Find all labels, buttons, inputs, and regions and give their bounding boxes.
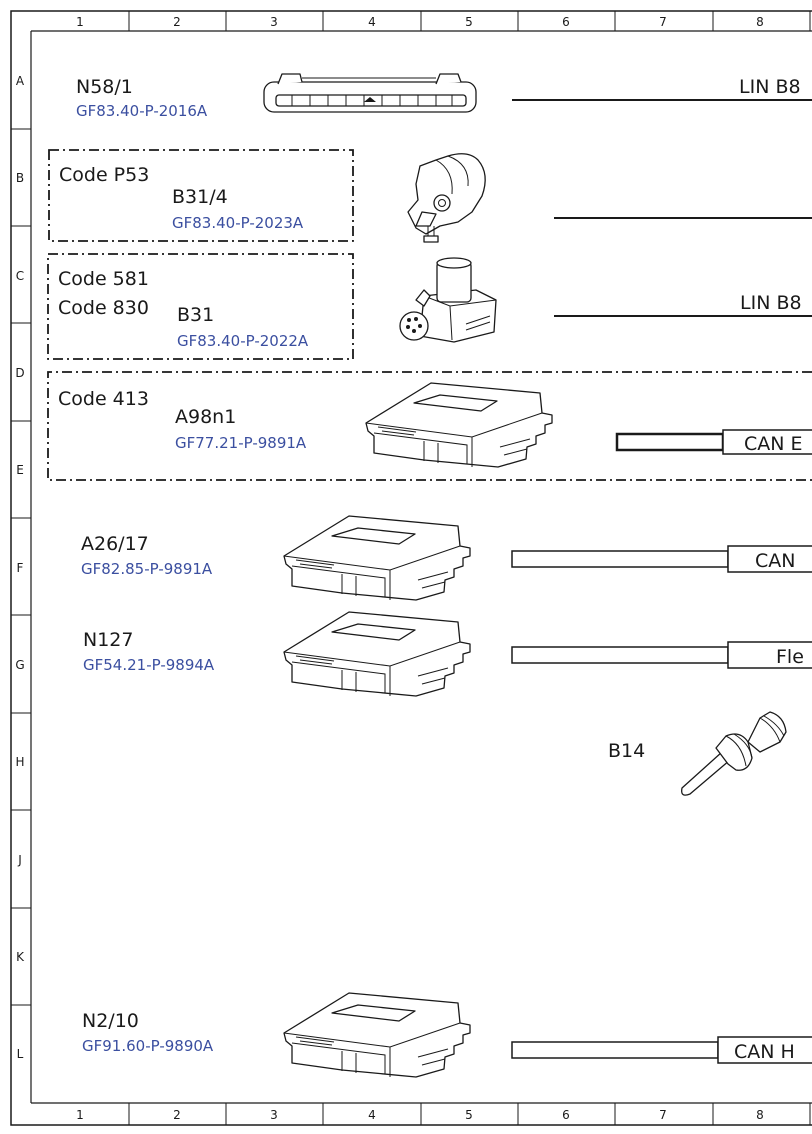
sensor-b31-4-drawing bbox=[407, 153, 486, 243]
code-frame-581-830 bbox=[47, 253, 354, 360]
row-label: G bbox=[15, 658, 24, 672]
column-label: 5 bbox=[465, 15, 473, 29]
column-label: 6 bbox=[562, 1108, 570, 1122]
column-label: 7 bbox=[659, 15, 667, 29]
component-ref-a26-17: GF82.85-P-9891A bbox=[81, 560, 213, 578]
column-label: 3 bbox=[270, 15, 278, 29]
bus-box-a26-17 bbox=[727, 545, 812, 573]
control-unit-a26-17-drawing bbox=[283, 515, 471, 601]
bus-label-a98n1: CAN E bbox=[744, 433, 803, 455]
column-label: 4 bbox=[368, 1108, 376, 1122]
column-ruler-bottom: 1 2 3 4 5 6 7 8 bbox=[76, 1103, 811, 1125]
row-label: D bbox=[15, 366, 24, 380]
column-label: 7 bbox=[659, 1108, 667, 1122]
column-label: 1 bbox=[76, 15, 84, 29]
row-label: E bbox=[16, 463, 24, 477]
component-id-b14: B14 bbox=[608, 740, 645, 762]
bus-label-b31: LIN B8 bbox=[740, 292, 802, 314]
control-unit-a98n1-drawing bbox=[365, 382, 553, 468]
bus-box-n127 bbox=[727, 641, 812, 669]
component-id-n2-10: N2/10 bbox=[82, 1010, 139, 1032]
component-id-b31-4: B31/4 bbox=[172, 186, 228, 208]
bus-label-n127: Fle bbox=[776, 646, 804, 668]
control-unit-n2-10-drawing bbox=[283, 992, 471, 1078]
control-unit-n127-drawing bbox=[283, 611, 471, 697]
bus-cable-n2-10 bbox=[511, 1041, 719, 1059]
control-panel-n58-1-drawing bbox=[263, 73, 477, 113]
component-id-a26-17: A26/17 bbox=[81, 533, 149, 555]
component-ref-n127: GF54.21-P-9894A bbox=[83, 656, 215, 674]
column-label: 6 bbox=[562, 15, 570, 29]
component-ref-b31-4: GF83.40-P-2023A bbox=[172, 214, 304, 232]
row-label: J bbox=[17, 853, 22, 867]
column-label: 5 bbox=[465, 1108, 473, 1122]
code-label-413: Code 413 bbox=[58, 388, 149, 410]
code-label-830: Code 830 bbox=[58, 297, 149, 319]
column-label: 1 bbox=[76, 1108, 84, 1122]
component-id-n58-1: N58/1 bbox=[76, 76, 133, 98]
row-label: A bbox=[16, 74, 25, 88]
bus-cable-a98n1 bbox=[615, 432, 725, 452]
component-id-n127: N127 bbox=[83, 629, 133, 651]
component-id-a98n1: A98n1 bbox=[175, 406, 236, 428]
bus-box-n2-10 bbox=[717, 1036, 812, 1064]
row-label: C bbox=[16, 269, 24, 283]
column-label: 8 bbox=[756, 1108, 764, 1122]
code-frame-p53 bbox=[48, 149, 354, 242]
bus-label-n2-10: CAN H bbox=[734, 1041, 795, 1063]
column-ruler-top: 1 2 3 4 5 6 7 8 bbox=[76, 11, 811, 31]
row-label: H bbox=[15, 755, 24, 769]
bus-cable-a26-17 bbox=[511, 550, 729, 568]
bus-label-n58-1: LIN B8 bbox=[739, 76, 801, 98]
row-label: K bbox=[16, 950, 25, 964]
component-ref-n2-10: GF91.60-P-9890A bbox=[82, 1037, 214, 1055]
column-label: 3 bbox=[270, 1108, 278, 1122]
component-ref-n58-1: GF83.40-P-2016A bbox=[76, 102, 208, 120]
bus-box-a98n1 bbox=[722, 429, 812, 455]
column-label: 4 bbox=[368, 15, 376, 29]
temperature-sensor-b14-drawing bbox=[681, 711, 787, 796]
column-label: 2 bbox=[173, 15, 181, 29]
sensor-b31-drawing bbox=[399, 257, 497, 343]
component-id-b31: B31 bbox=[177, 304, 214, 326]
column-label: 2 bbox=[173, 1108, 181, 1122]
code-frame-413 bbox=[47, 371, 812, 481]
bus-label-a26-17: CAN bbox=[755, 550, 795, 572]
row-label: L bbox=[17, 1047, 24, 1061]
code-label-581: Code 581 bbox=[58, 268, 149, 290]
row-ruler-left: A B C D E F G H J K L bbox=[11, 74, 31, 1061]
bus-cable-n127 bbox=[511, 646, 729, 664]
component-ref-b31: GF83.40-P-2022A bbox=[177, 332, 309, 350]
column-label: 8 bbox=[756, 15, 764, 29]
code-label-p53: Code P53 bbox=[59, 164, 149, 186]
component-ref-a98n1: GF77.21-P-9891A bbox=[175, 434, 307, 452]
row-label: B bbox=[16, 171, 24, 185]
row-label: F bbox=[17, 561, 24, 575]
